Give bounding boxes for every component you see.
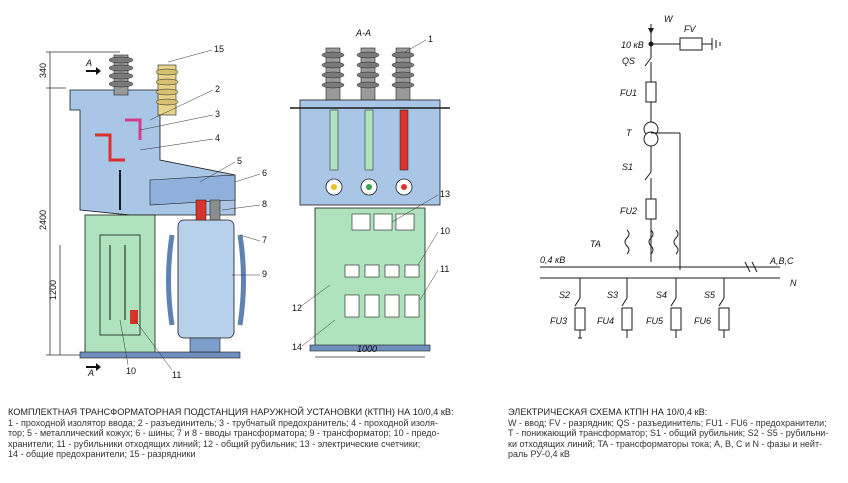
- label-10kv: 10 кВ: [621, 40, 644, 50]
- label-FU2: FU2: [620, 206, 637, 216]
- disconnector: [95, 133, 125, 162]
- base: [79, 351, 241, 359]
- section-title: А-А: [355, 28, 371, 38]
- front-callout-14: 14: [292, 342, 302, 352]
- callout-10: 10: [126, 366, 136, 376]
- label-QS: QS: [622, 56, 635, 66]
- callout-11: 11: [172, 370, 181, 380]
- label-FU5: FU5: [646, 316, 664, 326]
- feeders: [574, 278, 730, 339]
- entry-bushing: [108, 54, 134, 96]
- section-arrow-top: [86, 67, 101, 75]
- section-arrow-bottom: [86, 363, 101, 371]
- label-04kv: 0,4 кВ: [540, 255, 565, 265]
- callout-9: 9: [262, 269, 267, 279]
- label-FU3: FU3: [550, 316, 567, 326]
- label-FV: FV: [684, 24, 696, 34]
- callout-6: 6: [262, 168, 267, 178]
- caption-left-body: 1 - проходной изолятор ввода; 2 - разъед…: [8, 418, 440, 460]
- label-S1: S1: [622, 162, 633, 172]
- front-view: А-А: [290, 28, 450, 358]
- transformer: [166, 199, 246, 353]
- label-FU6: FU6: [694, 316, 711, 326]
- caption-right-title: ЭЛЕКТРИЧЕСКАЯ СХЕМА КТПН НА 10/0,4 кВ:: [508, 407, 708, 417]
- label-FU4: FU4: [597, 316, 614, 326]
- section-marker-top: A: [85, 58, 92, 68]
- front-callout-13: 13: [440, 189, 450, 199]
- switch-panel: [99, 234, 141, 336]
- top-insulators: [321, 47, 415, 104]
- breaker-red: [130, 310, 138, 324]
- section-marker-bottom: A: [87, 368, 94, 378]
- schematic-labels: W FV 10 кВ QS FU1 T S1 FU2 TA 0,4 кВ A,B…: [540, 14, 797, 326]
- label-S3: S3: [607, 290, 618, 300]
- dim-2400: 2400: [38, 210, 48, 230]
- label-S2: S2: [559, 290, 570, 300]
- dimension-lines: [46, 51, 120, 356]
- callout-8: 8: [262, 199, 267, 209]
- label-FU1: FU1: [620, 88, 637, 98]
- label-S4: S4: [656, 290, 667, 300]
- phase-fuses: [325, 109, 413, 196]
- dim-1200: 1200: [48, 280, 58, 300]
- front-base: [309, 344, 431, 352]
- callout-2: 2: [215, 84, 220, 94]
- callout-15: 15: [214, 44, 224, 54]
- front-callout-10: 10: [440, 226, 450, 236]
- side-view: 340 2400 1200 A A: [38, 44, 267, 380]
- callout-5: 5: [237, 156, 242, 166]
- front-callout-1: 1: [428, 34, 433, 44]
- disconnector-blade: [125, 118, 142, 140]
- front-callout-11: 11: [440, 264, 449, 274]
- callout-4: 4: [215, 133, 220, 143]
- outgoing-switches: [344, 264, 420, 318]
- dim-340: 340: [38, 63, 48, 78]
- label-S5: S5: [704, 290, 716, 300]
- surge-arrester: [155, 64, 179, 116]
- caption-right-body: W - ввод; FV - разрядник; QS - разъедини…: [508, 418, 829, 460]
- caption-left-title: КОМПЛЕКТНАЯ ТРАНСФОРМАТОРНАЯ ПОДСТАНЦИЯ …: [8, 407, 454, 417]
- lower-compartment: [84, 214, 156, 356]
- front-lower-cabinet: [314, 207, 426, 351]
- meters: [351, 213, 415, 231]
- callout-3: 3: [215, 109, 220, 119]
- schematic: [540, 24, 780, 339]
- front-callout-12: 12: [292, 303, 302, 313]
- roof-slope: [149, 174, 236, 206]
- label-N: N: [790, 278, 797, 288]
- callout-7: 7: [262, 235, 267, 245]
- label-T: T: [626, 128, 633, 138]
- label-TA: TA: [590, 239, 601, 249]
- label-W: W: [664, 14, 674, 24]
- label-ABC: A,B,C: [769, 256, 794, 266]
- dim-1000: 1000: [357, 344, 377, 354]
